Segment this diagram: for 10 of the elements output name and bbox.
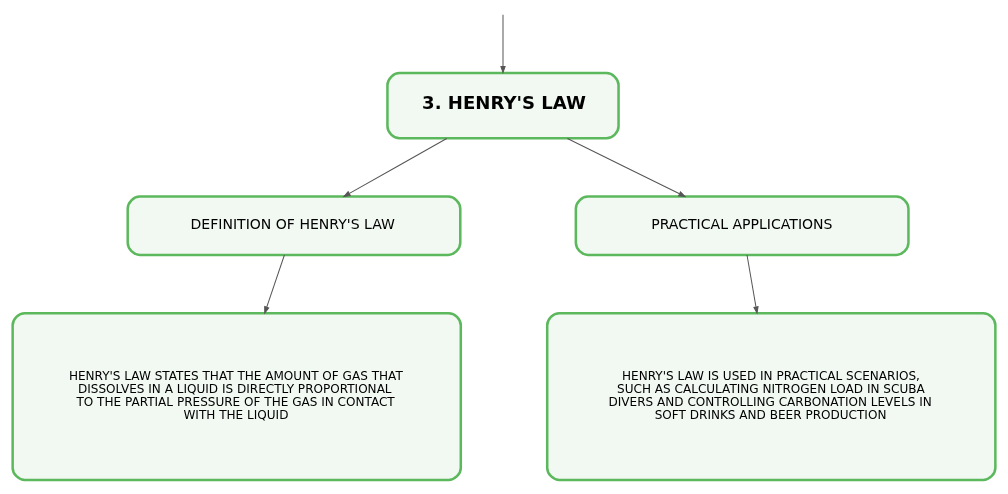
arrow [500, 14, 506, 74]
node-box: DEFINITION OF HENRY'S LAW [126, 195, 462, 257]
node-box: PRACTICAL APPLICATIONS [574, 195, 910, 257]
node-box: HENRY'S LAW IS USED IN PRACTICAL SCENARIOS, SUCH AS CALCULATING NITROGEN LOAD IN SCUBA DIVERS AND CONTROLLING CARBONATION LEVELS IN SOFT DRINKS AND BEER PRODUCTION [545, 311, 997, 482]
node-box: HENRY'S LAW STATES THAT THE AMOUNT OF GAS THAT DISSOLVES IN A LIQUID IS DIRECTLY PROPORTIONAL TO THE PARTIAL PRESSURE OF THE GAS IN CONTACT WITH THE LIQUID [11, 311, 463, 482]
arrow [566, 138, 686, 198]
arrow [746, 254, 759, 314]
arrow [343, 138, 448, 198]
arrow [264, 254, 285, 314]
node-box: 3. HENRY'S LAW [386, 71, 620, 140]
